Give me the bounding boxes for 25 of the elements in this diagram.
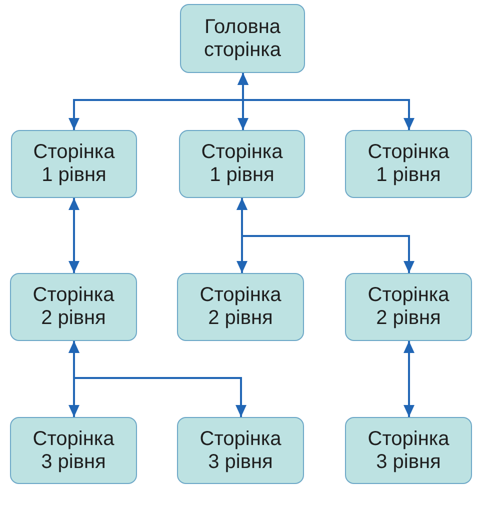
connector-arrow bbox=[68, 198, 80, 273]
connector-arrow bbox=[238, 73, 414, 130]
page-title: Сторінка 3 рівня bbox=[198, 428, 282, 474]
page-box bbox=[10, 273, 137, 341]
page-title: Сторінка 2 рівня bbox=[198, 284, 282, 330]
page-box bbox=[345, 130, 472, 198]
page-box bbox=[180, 4, 305, 73]
page-title: Сторінка 1 рівня bbox=[366, 141, 450, 187]
page-title: Сторінка 1 рівня bbox=[32, 141, 116, 187]
page-box bbox=[11, 130, 137, 198]
page-box bbox=[177, 417, 304, 484]
page-title: Сторінка 2 рівня bbox=[366, 284, 450, 330]
page-box bbox=[345, 273, 472, 341]
page-title: Сторінка 3 рівня bbox=[366, 428, 450, 474]
page-box bbox=[177, 273, 304, 341]
page-title: Головна сторінка bbox=[203, 16, 282, 62]
page-title: Сторінка 3 рівня bbox=[32, 428, 116, 474]
page-box bbox=[179, 130, 305, 198]
page-box bbox=[345, 417, 472, 484]
page-box bbox=[10, 417, 137, 484]
connector-arrow bbox=[236, 198, 414, 273]
connector-arrow bbox=[404, 341, 414, 417]
connector-arrow bbox=[68, 341, 246, 417]
page-title: Сторінка 2 рівня bbox=[32, 284, 116, 330]
page-title: Сторінка 1 рівня bbox=[200, 141, 284, 187]
